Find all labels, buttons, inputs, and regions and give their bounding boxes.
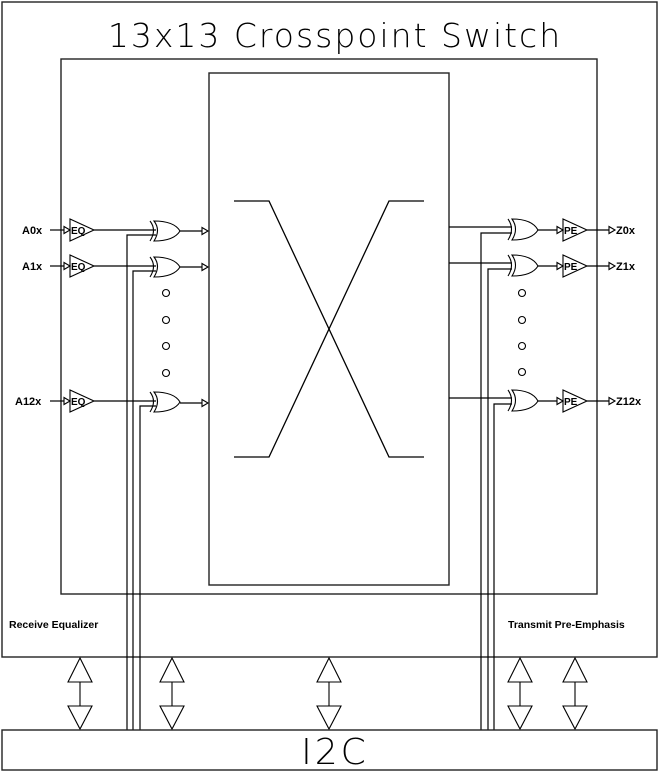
output-pin-label: Z12x (616, 396, 642, 408)
i2c-bus-block (1, 729, 658, 771)
input-pin-label: A0x (22, 225, 43, 237)
input-channel-a12: A12x EQ (15, 389, 210, 413)
receive-equalizer-label: Receive Equalizer (9, 619, 98, 631)
buffer-label: PE (564, 397, 578, 408)
bidirectional-arrow-icon (562, 656, 588, 731)
pin-arrow-icon (63, 225, 72, 235)
output-pin-label: Z1x (616, 261, 636, 273)
xor-gate-icon (507, 254, 539, 277)
input-pin-label: A12x (15, 396, 42, 408)
equalizer-buffer-icon (69, 218, 96, 242)
diagram-title: 13x13 Crosspoint Switch (108, 16, 562, 55)
xor-gate-icon (507, 389, 539, 412)
pin-arrow-icon (63, 396, 72, 406)
buffer-label: EQ (71, 397, 86, 408)
input-control-wires (126, 234, 156, 730)
pre-emphasis-buffer-icon (562, 218, 589, 242)
buffer-label: EQ (71, 262, 86, 273)
output-ellipsis (517, 288, 527, 377)
bidirectional-arrow-icon (316, 656, 342, 731)
pre-emphasis-buffer-icon (562, 389, 589, 413)
output-arrow-icon (608, 396, 617, 406)
input-channel-a1: A1x EQ (22, 254, 210, 278)
transmit-pre-emphasis-label: Transmit Pre-Emphasis (508, 619, 625, 631)
input-channel-a0: A0x EQ (22, 218, 210, 242)
bidirectional-arrow-icon (159, 656, 185, 731)
xor-gate-icon (149, 256, 181, 278)
crossover-symbol (234, 200, 424, 458)
bidirectional-arrow-icon (507, 656, 533, 731)
bidirectional-arrow-icon (67, 656, 93, 731)
xor-gate-icon (149, 220, 181, 242)
buffer-label: PE (564, 262, 578, 273)
pin-arrow-icon (556, 396, 565, 406)
pin-arrow-icon (556, 261, 565, 271)
matrix-input-arrow-icon (201, 398, 210, 408)
output-control-wires (480, 232, 512, 730)
xor-gate-icon (507, 218, 539, 241)
output-channel-z0: PE Z0x (449, 218, 636, 242)
output-arrow-icon (608, 261, 617, 271)
output-arrow-icon (608, 225, 617, 235)
pin-arrow-icon (63, 261, 72, 271)
output-channel-z12: PE Z12x (449, 389, 642, 413)
pre-emphasis-buffer-icon (562, 254, 589, 278)
pin-arrow-icon (556, 225, 565, 235)
matrix-input-arrow-icon (201, 226, 210, 236)
i2c-label: I2C (301, 732, 369, 772)
input-ellipsis (161, 288, 171, 378)
output-pin-label: Z0x (616, 225, 636, 237)
equalizer-buffer-icon (69, 254, 96, 278)
xor-gate-icon (149, 391, 181, 413)
matrix-input-arrow-icon (201, 262, 210, 272)
equalizer-buffer-icon (69, 389, 96, 413)
input-pin-label: A1x (22, 261, 43, 273)
buffer-label: EQ (71, 226, 86, 237)
buffer-label: PE (564, 226, 578, 237)
